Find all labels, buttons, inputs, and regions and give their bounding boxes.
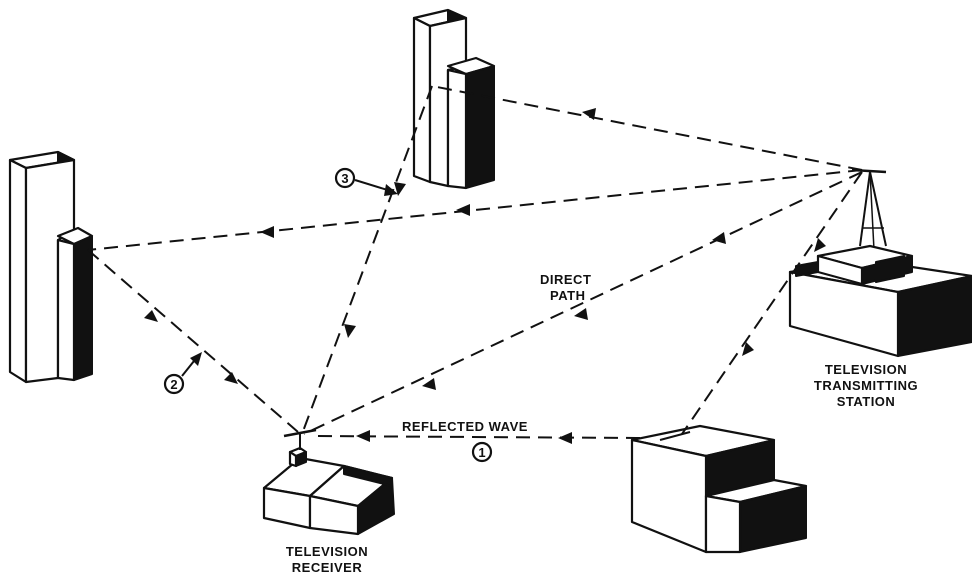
ray-station-to-center-building <box>431 85 863 171</box>
arrowhead <box>394 182 406 196</box>
tv-station-label-line1: TELEVISION <box>825 362 907 377</box>
stepped-building <box>630 424 808 554</box>
ray-arrowheads <box>144 108 826 444</box>
arrowhead <box>814 238 826 252</box>
tv-receiver-label-line1: TELEVISION <box>286 544 368 559</box>
ray-station-to-left-building <box>87 169 863 251</box>
transmitting-station <box>788 168 972 358</box>
arrowhead <box>712 232 726 244</box>
ray-direct-path <box>303 171 863 435</box>
ray-center-building-to-receiver <box>301 85 433 435</box>
signal-rays <box>87 85 863 439</box>
tv-station-label-line3: STATION <box>837 394 896 409</box>
arrowhead <box>344 324 356 338</box>
arrowhead <box>742 342 754 356</box>
arrowhead <box>558 432 572 444</box>
direct-path-label-line2: PATH <box>550 288 585 303</box>
arrowhead <box>456 204 470 216</box>
arrowhead <box>224 372 238 384</box>
arrowhead <box>260 226 274 238</box>
reflected-wave-label: REFLECTED WAVE <box>402 419 528 434</box>
marker-3: 3 <box>334 167 398 196</box>
tall-building-center <box>412 8 496 190</box>
marker-3-label: 3 <box>341 171 348 186</box>
arrowhead <box>422 378 436 390</box>
tv-station-label-line2: TRANSMITTING <box>814 378 918 393</box>
arrowhead <box>574 308 588 320</box>
marker-1: 1 <box>471 441 493 463</box>
tv-receiver-label-line2: RECEIVER <box>292 560 363 575</box>
arrowhead <box>356 430 370 442</box>
ray-station-to-stepped-building <box>681 171 863 435</box>
receiver-house <box>262 428 395 536</box>
arrowhead <box>582 108 596 120</box>
marker-1-label: 1 <box>478 445 485 460</box>
marker-2: 2 <box>163 352 202 395</box>
ray-left-building-to-receiver <box>87 249 299 433</box>
arrowhead <box>144 310 158 322</box>
direct-path-label-line1: DIRECT <box>540 272 591 287</box>
tall-building-left <box>8 150 94 384</box>
marker-2-label: 2 <box>170 377 177 392</box>
